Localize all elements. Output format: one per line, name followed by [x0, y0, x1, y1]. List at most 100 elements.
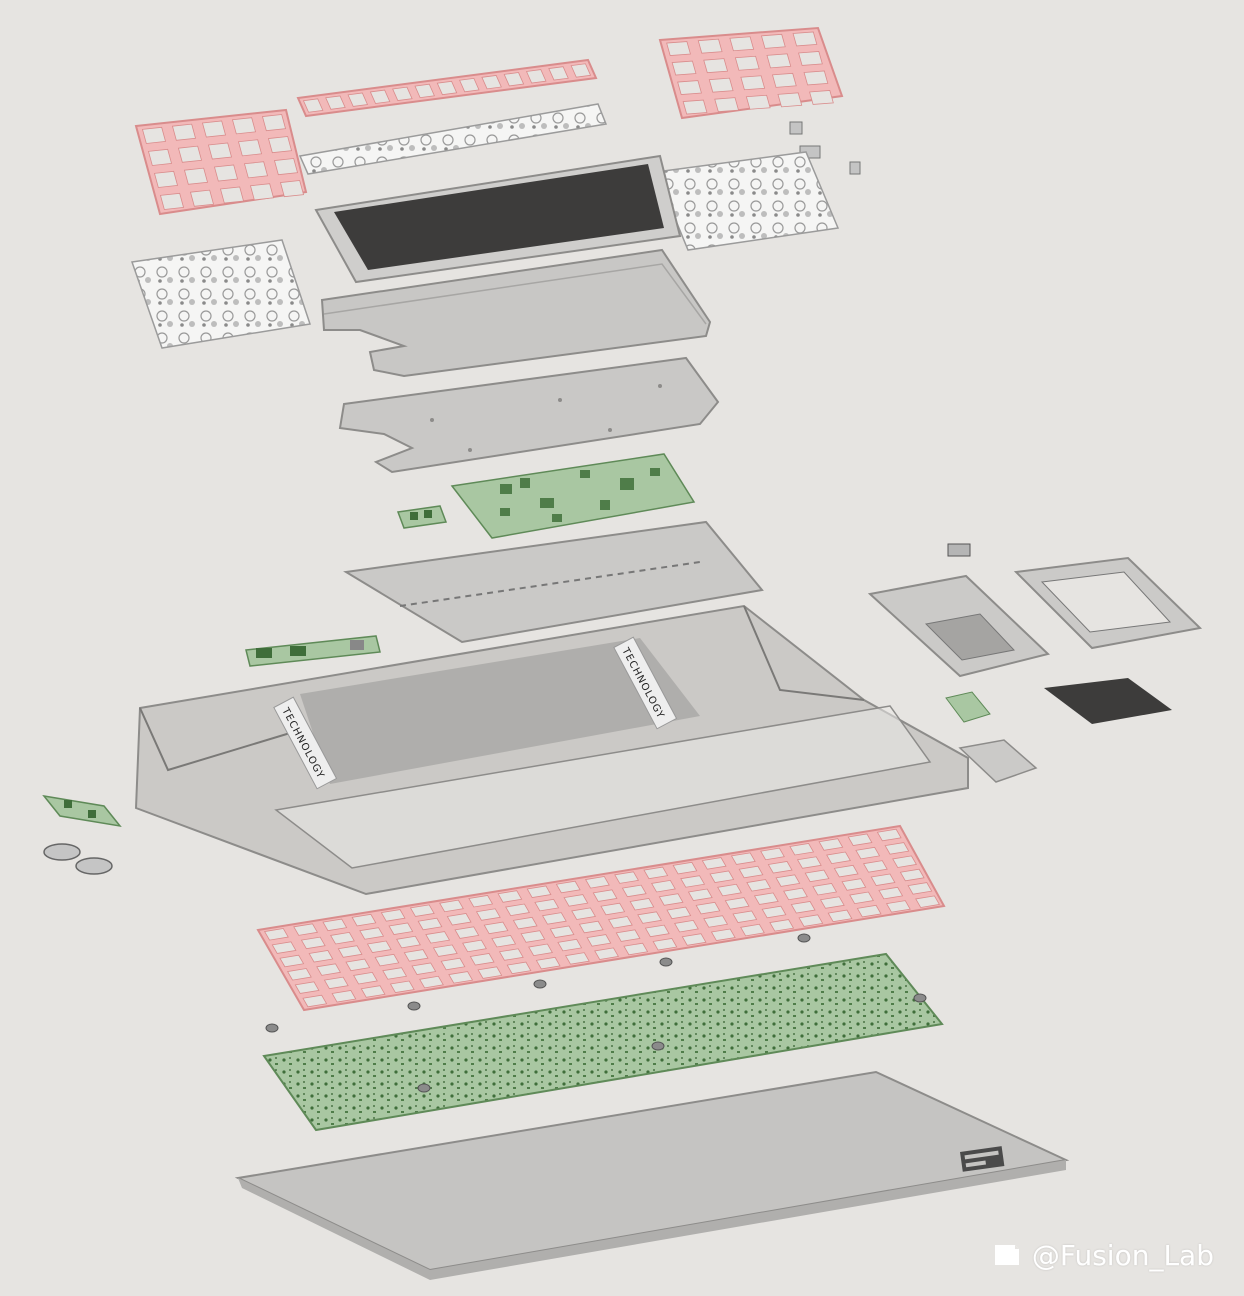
plate-cutout: [761, 905, 787, 919]
plate-cutout: [767, 861, 793, 874]
plate-cutout: [382, 967, 408, 980]
top-bar-plate: [296, 58, 598, 118]
plate-cutout: [439, 899, 464, 913]
plate-cutout: [462, 939, 487, 953]
plate-cutout: [738, 865, 764, 879]
plate-cutout: [798, 51, 823, 66]
plate-cutout: [207, 142, 233, 160]
plate-cutout: [729, 36, 755, 52]
plate-cutout: [448, 971, 474, 984]
plate-cutout: [907, 882, 933, 895]
trackpad-surface: [1044, 678, 1172, 724]
display-mount-plate: [338, 356, 720, 474]
plate-cutout: [219, 186, 245, 204]
plate-cutout: [459, 77, 480, 93]
plate-cutout: [213, 164, 239, 182]
plate-cutout: [481, 75, 502, 90]
plate-cutout: [849, 891, 874, 905]
plate-cutout: [899, 868, 925, 882]
plate-cutout: [506, 961, 532, 975]
plate-cutout: [503, 72, 525, 87]
plate-cutout: [870, 873, 896, 886]
plate-cutout: [525, 69, 547, 84]
plate-cutout: [862, 860, 888, 873]
top-switch-pcb: [298, 103, 608, 175]
plate-cutout: [243, 161, 269, 179]
plate-cutout: [614, 871, 640, 884]
plate-cutout: [803, 70, 829, 86]
plate-cutout: [159, 192, 185, 210]
speech-bubble-icon: [994, 1244, 1019, 1265]
plate-cutout: [541, 912, 567, 925]
plate-cutout: [674, 919, 699, 933]
plate-cutout: [380, 909, 406, 922]
plate-cutout: [578, 920, 604, 934]
plate-cutout: [316, 963, 342, 976]
plate-cutout: [783, 887, 808, 901]
plate-cutout: [708, 77, 734, 93]
plate-cutout: [680, 875, 706, 888]
plate-cutout: [409, 904, 435, 917]
plate-cutout: [419, 975, 444, 989]
plate-cutout: [644, 924, 670, 938]
plate-cutout: [469, 953, 495, 966]
trackpad-frame: [1013, 556, 1203, 650]
plate-cutout: [666, 41, 691, 56]
plate-cutout: [153, 170, 179, 188]
watermark: @Fusion_Lab: [992, 1239, 1214, 1272]
plate-cutout: [771, 72, 797, 88]
plate-cutout: [322, 918, 348, 932]
bottom-brand-logo: [960, 1146, 1005, 1172]
plate-cutout: [703, 915, 729, 928]
plate-cutout: [347, 92, 369, 107]
plate-cutout: [681, 933, 707, 946]
main-keyboard-pcb: [262, 933, 944, 1132]
plate-cutout: [643, 866, 669, 880]
plate-cutout: [621, 884, 647, 898]
plate-cutout: [535, 956, 561, 970]
plate-cutout: [584, 876, 610, 889]
plate-cutout: [855, 846, 881, 860]
plate-cutout: [177, 145, 203, 163]
plate-cutout: [740, 923, 765, 937]
plate-cutout: [856, 904, 882, 918]
plate-cutout: [703, 58, 729, 74]
plate-cutout: [548, 66, 569, 81]
display-tray: [320, 248, 712, 378]
plate-cutout: [790, 901, 816, 914]
bottom-plate: [234, 1070, 1070, 1280]
foam-layer: [343, 520, 764, 644]
main-switch-plate: [256, 824, 946, 1012]
plate-cutout: [273, 158, 299, 176]
plate-cutout: [724, 897, 750, 910]
plate-cutout: [414, 83, 435, 99]
side-daughterboard: [42, 794, 122, 828]
plate-cutout: [468, 894, 494, 908]
plate-cutout: [833, 864, 859, 878]
plate-cutout: [827, 909, 853, 923]
plate-cutout: [147, 148, 173, 166]
plate-cutout: [710, 928, 736, 942]
trackpad-housing: [867, 574, 1051, 678]
plate-cutout: [915, 895, 941, 908]
plate-cutout: [732, 910, 758, 923]
plate-cutout: [818, 838, 844, 851]
knobs: [43, 843, 113, 875]
plate-cutout: [555, 880, 581, 894]
plate-cutout: [534, 898, 560, 912]
plate-cutout: [775, 874, 801, 887]
right-numpad-plate: [658, 26, 844, 120]
plate-cutout: [520, 930, 546, 943]
plate-cutout: [884, 842, 910, 855]
plate-cutout: [183, 167, 209, 185]
plate-cutout: [563, 894, 589, 907]
plate-cutout: [600, 902, 626, 916]
plate-cutout: [798, 914, 824, 927]
plate-cutout: [714, 97, 740, 113]
plate-cutout: [294, 981, 320, 994]
plate-cutout: [411, 962, 437, 975]
plate-cutout: [526, 885, 552, 898]
plate-cutout: [505, 903, 530, 917]
plate-cutout: [571, 907, 597, 920]
plate-cutout: [740, 75, 766, 91]
